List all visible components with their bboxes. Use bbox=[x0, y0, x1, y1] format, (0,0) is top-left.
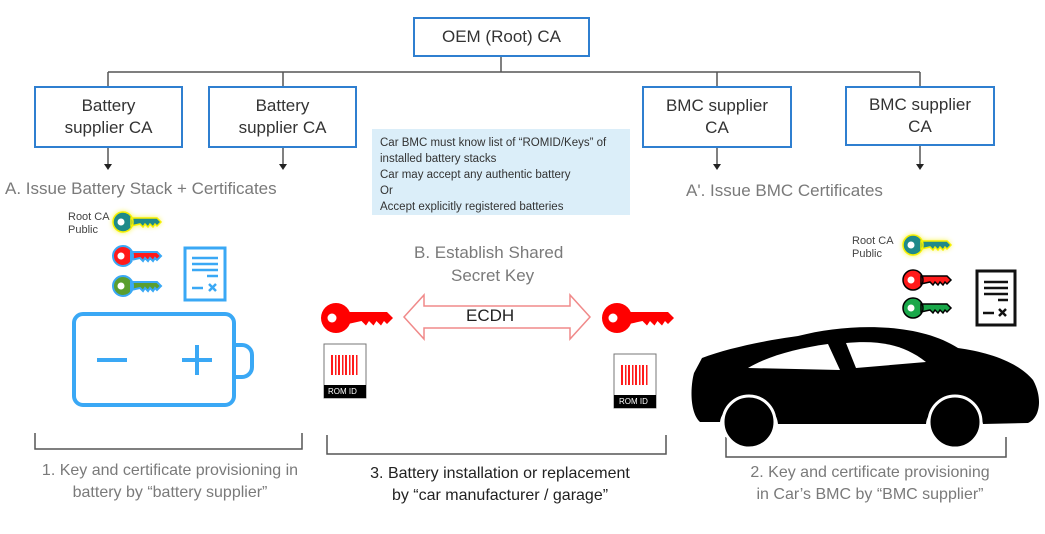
car-certificate-icon bbox=[975, 269, 1017, 327]
caption-line: by “car manufacturer / garage” bbox=[391, 487, 609, 504]
ca-label-line: Battery bbox=[81, 96, 136, 115]
label-line: Public bbox=[852, 248, 882, 260]
step-b-label-line1: B. Establish Shared bbox=[414, 243, 564, 262]
public-key-icon bbox=[112, 275, 162, 297]
ca-label-line: Battery bbox=[255, 96, 310, 115]
rom-id-chip-icon-bmc bbox=[613, 353, 657, 409]
bmc-supplier-ca-box-1: BMC supplier CA bbox=[642, 86, 792, 148]
label-line: Root CA bbox=[68, 211, 110, 223]
battery-shared-secret-key-icon bbox=[321, 303, 393, 333]
car-private-key-icon bbox=[902, 269, 952, 291]
ca-label-line: CA bbox=[705, 118, 729, 137]
step-a-prime-label: A'. Issue BMC Certificates bbox=[686, 181, 883, 200]
info-line: Accept explicitly registered batteries bbox=[380, 201, 564, 213]
arrow-head-battery-1 bbox=[104, 164, 112, 170]
car-icon bbox=[691, 327, 1040, 450]
ca-label-line: CA bbox=[908, 117, 932, 136]
battery-supplier-ca-box-1: Battery supplier CA bbox=[34, 86, 183, 148]
info-line: Car BMC must know list of “ROMID/Keys” o… bbox=[380, 137, 607, 149]
car-root-key-label: Root CA Public bbox=[852, 235, 894, 261]
arrow-head-bmc-1 bbox=[713, 164, 721, 170]
rom-id-label-bmc: ROM ID bbox=[619, 397, 648, 406]
info-note: Car BMC must know list of “ROMID/Keys” o… bbox=[372, 129, 630, 215]
battery-supplier-ca-box-2: Battery supplier CA bbox=[208, 86, 357, 148]
ca-label-line: supplier CA bbox=[238, 118, 327, 137]
car-rear-wheel bbox=[721, 394, 777, 450]
battery-icon bbox=[72, 312, 254, 407]
rom-id-label-battery: ROM ID bbox=[328, 387, 357, 396]
caption-line: in Car’s BMC by “BMC supplier” bbox=[756, 486, 984, 503]
caption-line: 3. Battery installation or replacement bbox=[370, 465, 630, 482]
caption-line: battery by “battery supplier” bbox=[72, 484, 268, 501]
caption-battery-provisioning: 1. Key and certificate provisioning in b… bbox=[0, 460, 340, 504]
info-line: installed battery stacks bbox=[380, 153, 497, 165]
bracket-battery bbox=[34, 433, 303, 450]
arrow-head-battery-2 bbox=[279, 164, 287, 170]
info-line: Or bbox=[380, 185, 393, 197]
car-public-key-icon bbox=[902, 297, 952, 319]
caption-bmc-provisioning: 2. Key and certificate provisioning in C… bbox=[700, 462, 1040, 506]
bmc-supplier-ca-box-2: BMC supplier CA bbox=[845, 86, 995, 146]
caption-line: 1. Key and certificate provisioning in bbox=[41, 462, 299, 479]
ca-label-line: BMC supplier bbox=[868, 95, 972, 114]
car-front-wheel bbox=[927, 394, 983, 450]
label-line: Public bbox=[68, 224, 98, 236]
info-line: Car may accept any authentic battery bbox=[380, 169, 571, 181]
oem-root-ca-box: OEM (Root) CA bbox=[413, 17, 590, 57]
ecdh-label: ECDH bbox=[466, 306, 515, 325]
certificate-icon bbox=[183, 246, 227, 302]
private-key-icon bbox=[112, 245, 162, 267]
bmc-shared-secret-key-icon bbox=[602, 303, 674, 333]
caption-battery-installation: 3. Battery installation or replacement b… bbox=[320, 463, 680, 507]
root-ca-public-key-icon bbox=[112, 211, 162, 233]
ecdh-double-arrow bbox=[402, 293, 592, 341]
bracket-install bbox=[326, 435, 667, 455]
step-b-label-line2: Secret Key bbox=[451, 266, 535, 285]
step-a-label: A. Issue Battery Stack + Certificates bbox=[5, 179, 277, 198]
battery-root-key-label: Root CA Public bbox=[68, 211, 110, 237]
ca-label-line: supplier CA bbox=[64, 118, 153, 137]
ca-label-line: BMC supplier bbox=[665, 96, 769, 115]
car-root-ca-public-key-icon bbox=[902, 234, 952, 256]
bracket-car bbox=[725, 437, 1007, 458]
arrow-head-bmc-2 bbox=[916, 164, 924, 170]
label-line: Root CA bbox=[852, 235, 894, 247]
oem-root-ca-label: OEM (Root) CA bbox=[441, 27, 562, 46]
caption-line: 2. Key and certificate provisioning bbox=[750, 464, 990, 481]
rom-id-chip-icon-battery bbox=[323, 343, 367, 399]
